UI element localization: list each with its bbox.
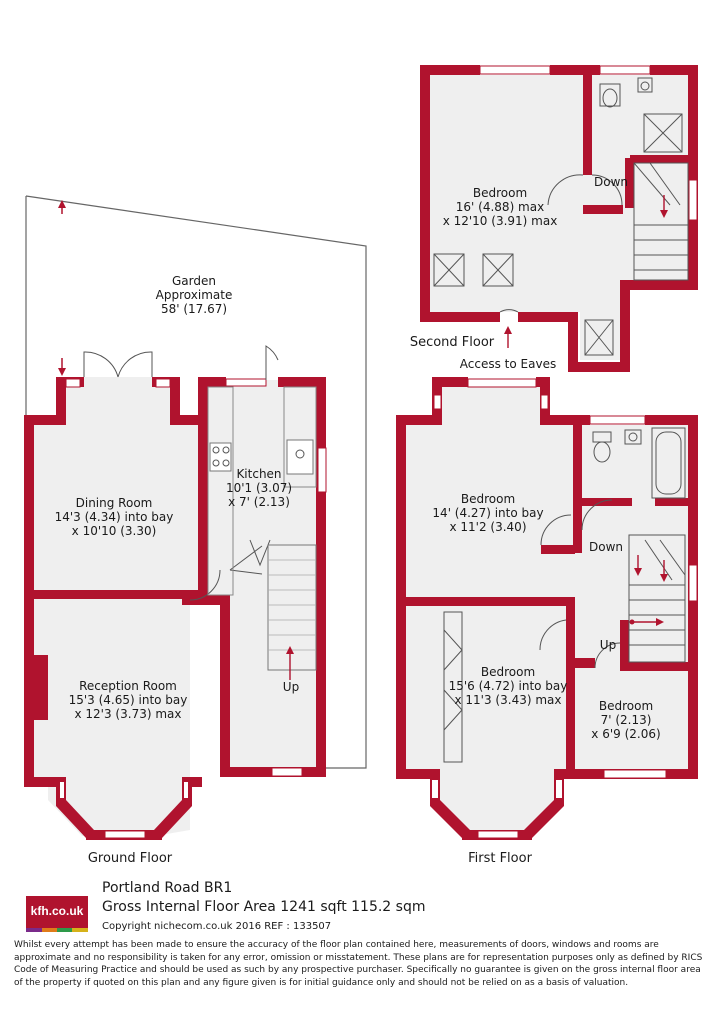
svg-text:Bedroom: Bedroom [461,492,515,506]
second-floor [420,65,698,372]
first-floor [396,377,698,840]
logo-text: kfh.co.uk [30,904,84,918]
svg-text:15'6 (4.72) into bay: 15'6 (4.72) into bay [449,679,568,693]
svg-text:Approximate: Approximate [156,288,233,302]
svg-text:x 11'3 (3.43) max: x 11'3 (3.43) max [455,693,562,707]
ground-up-label: Up [283,680,299,694]
second-bedroom-label: Bedroom 16' (4.88) max x 12'10 (3.91) ma… [443,186,558,228]
svg-text:x 6'9 (2.06): x 6'9 (2.06) [591,727,660,741]
first-down-label: Down [589,540,623,554]
svg-text:58' (17.67): 58' (17.67) [161,302,227,316]
second-windows [433,65,698,356]
first-front-bedroom-label: Bedroom 15'6 (4.72) into bay x 11'3 (3.4… [449,665,568,707]
floor-area: Gross Internal Floor Area 1241 sqft 115.… [102,899,426,915]
svg-text:Dining Room: Dining Room [76,496,153,510]
copyright: Copyright nichecom.co.uk 2016 REF : 1335… [102,921,332,932]
first-windows [432,378,698,839]
svg-text:14'3 (4.34) into bay: 14'3 (4.34) into bay [55,510,174,524]
ground-doors [83,345,279,601]
logo-stripe-yellow [72,928,88,932]
svg-text:Kitchen: Kitchen [236,467,281,481]
svg-text:x 11'2 (3.40): x 11'2 (3.40) [449,520,526,534]
floor-plan-drawing: Garden Approximate 58' (17.67) Dining Ro… [24,65,698,866]
svg-text:14' (4.27) into bay: 14' (4.27) into bay [432,506,543,520]
second-fittings [499,77,689,313]
first-up-label: Up [600,638,616,652]
second-down-label: Down [594,175,628,189]
first-floor-label: First Floor [468,851,532,866]
ground-staircase [267,544,317,680]
second-floor-label: Second Floor [410,335,495,350]
svg-text:Bedroom: Bedroom [473,186,527,200]
svg-text:Bedroom: Bedroom [599,699,653,713]
property-title: Portland Road BR1 [102,880,233,896]
garden-area [25,195,367,769]
svg-text:15'3 (4.65) into bay: 15'3 (4.65) into bay [69,693,188,707]
ground-windows [60,378,327,839]
first-fittings [443,427,686,763]
small-bedroom-label: Bedroom 7' (2.13) x 6'9 (2.06) [591,699,660,741]
svg-text:x 12'3 (3.73) max: x 12'3 (3.73) max [75,707,182,721]
ground-floor-label: Ground Floor [88,851,173,866]
logo-stripe-purple [26,928,42,932]
logo-stripe-orange [42,928,57,932]
first-back-bedroom-label: Bedroom 14' (4.27) into bay x 11'2 (3.40… [432,492,543,534]
reception-room-label: Reception Room 15'3 (4.65) into bay x 12… [69,679,188,721]
svg-text:x 10'10 (3.30): x 10'10 (3.30) [72,524,157,538]
access-to-eaves-label: Access to Eaves [460,357,556,371]
disclaimer: Whilst every attempt has been made to en… [14,940,703,988]
svg-text:x 12'10 (3.91) max: x 12'10 (3.91) max [443,214,558,228]
garden-label: Garden Approximate 58' (17.67) [156,274,233,316]
logo-background [26,896,88,928]
svg-text:Reception Room: Reception Room [79,679,177,693]
svg-text:16' (4.88) max: 16' (4.88) max [456,200,544,214]
svg-text:10'1 (3.07): 10'1 (3.07) [226,481,292,495]
svg-text:Bedroom: Bedroom [481,665,535,679]
kfh-logo: kfh.co.uk [26,896,88,932]
dining-room-label: Dining Room 14'3 (4.34) into bay x 10'10… [55,496,174,538]
svg-text:x 7' (2.13): x 7' (2.13) [228,495,290,509]
ground-floor [24,345,327,840]
logo-stripe-green [57,928,72,932]
kitchen-label: Kitchen 10'1 (3.07) x 7' (2.13) [226,467,292,509]
svg-text:7' (2.13): 7' (2.13) [601,713,652,727]
svg-text:Garden: Garden [172,274,216,288]
kitchen-fittings [207,386,317,596]
second-walls [420,65,698,372]
